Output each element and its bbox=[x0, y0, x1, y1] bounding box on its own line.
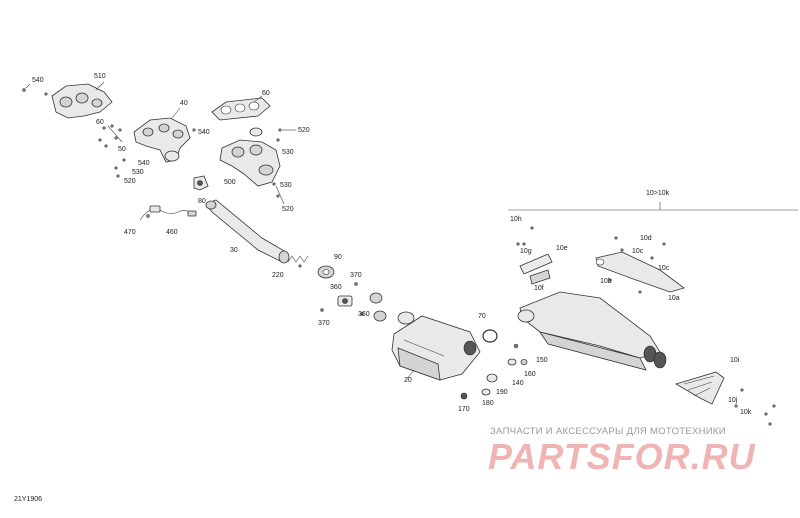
callout-520: 520 bbox=[298, 127, 310, 134]
grommet-190 bbox=[486, 373, 498, 383]
callout-150: 150 bbox=[536, 357, 548, 364]
callout-160: 160 bbox=[524, 371, 536, 378]
exhaust-pipe-30 bbox=[205, 199, 290, 264]
callout-540-b: 540 bbox=[198, 129, 210, 136]
sensor-80 bbox=[193, 175, 209, 191]
callout-360: 360 bbox=[330, 284, 342, 291]
callout-60: 60 bbox=[262, 90, 270, 97]
grommet-90 bbox=[317, 265, 335, 279]
callout-540: 540 bbox=[32, 77, 44, 84]
callout-30: 30 bbox=[230, 247, 238, 254]
clamp-70 bbox=[482, 329, 498, 343]
washer-160 bbox=[520, 359, 528, 365]
diagram-code: 21Y1906 bbox=[14, 496, 43, 503]
callout-10c: 10c bbox=[632, 248, 644, 255]
callout-180: 180 bbox=[482, 400, 494, 407]
callout-10h: 10h bbox=[510, 216, 522, 223]
bolt-540 bbox=[22, 88, 26, 92]
callout-10c-b: 10c bbox=[658, 265, 670, 272]
bolt-150 bbox=[513, 343, 519, 349]
end-cap-10i bbox=[675, 371, 725, 405]
callout-140: 140 bbox=[512, 380, 524, 387]
spring-220 bbox=[287, 255, 309, 268]
manifold-40 bbox=[133, 117, 191, 163]
callout-10g: 10g bbox=[520, 248, 532, 255]
callout-220: 220 bbox=[272, 272, 284, 279]
callout-20: 20 bbox=[404, 377, 412, 384]
gasket-60-small bbox=[249, 127, 263, 137]
watermark-logo: PARTSFOR.RU bbox=[488, 436, 756, 477]
callout-530-c: 530 bbox=[280, 182, 292, 189]
callout-50: 50 bbox=[118, 146, 126, 153]
bracket-10e bbox=[519, 253, 553, 275]
washer-140 bbox=[507, 358, 517, 366]
callout-510: 510 bbox=[94, 73, 106, 80]
callout-460: 460 bbox=[166, 229, 178, 236]
silencer-10a bbox=[517, 291, 667, 371]
callout-10b: 10b bbox=[600, 278, 612, 285]
callout-10i: 10i bbox=[730, 357, 740, 364]
sleeve-180 bbox=[481, 388, 491, 396]
oxygen-sensor-460 bbox=[139, 205, 197, 221]
heat-shield-10a bbox=[595, 251, 685, 293]
bracket-360 bbox=[337, 295, 353, 307]
nut-170 bbox=[460, 392, 468, 400]
mount-360 bbox=[369, 292, 387, 322]
callout-520-b: 520 bbox=[124, 178, 136, 185]
callout-360-b: 360 bbox=[358, 311, 370, 318]
callout-470: 470 bbox=[124, 229, 136, 236]
callout-170: 170 bbox=[458, 406, 470, 413]
callout-530-b: 530 bbox=[132, 169, 144, 176]
callout-80: 80 bbox=[198, 198, 206, 205]
bracket-10f bbox=[529, 269, 551, 285]
callout-190: 190 bbox=[496, 389, 508, 396]
watermark-caption: ЗАПЧАСТИ И АКСЕССУАРЫ ДЛЯ МОТОТЕХНИКИ bbox=[490, 426, 726, 437]
callout-10-range: 10>10k bbox=[646, 190, 670, 197]
gasket-60 bbox=[211, 97, 271, 121]
callout-520-c: 520 bbox=[282, 206, 294, 213]
callout-370-b: 370 bbox=[318, 320, 330, 327]
callout-90: 90 bbox=[334, 254, 342, 261]
callout-370: 370 bbox=[350, 272, 362, 279]
callout-10e: 10e bbox=[556, 245, 568, 252]
callout-60-alt: 60 bbox=[96, 119, 104, 126]
callout-530: 530 bbox=[282, 149, 294, 156]
manifold-500 bbox=[219, 139, 281, 187]
callout-500: 500 bbox=[224, 179, 236, 186]
muffler-20 bbox=[391, 311, 481, 381]
callout-10d: 10d bbox=[640, 235, 652, 242]
callout-10a: 10a bbox=[668, 295, 680, 302]
washer-540 bbox=[44, 92, 48, 96]
callout-10f: 10f bbox=[534, 285, 544, 292]
callout-10j: 10j bbox=[728, 397, 738, 404]
manifold-510 bbox=[51, 83, 113, 119]
callout-10k: 10k bbox=[740, 409, 752, 416]
callout-70: 70 bbox=[478, 313, 486, 320]
callout-40: 40 bbox=[180, 100, 188, 107]
callout-540-c: 540 bbox=[138, 160, 150, 167]
